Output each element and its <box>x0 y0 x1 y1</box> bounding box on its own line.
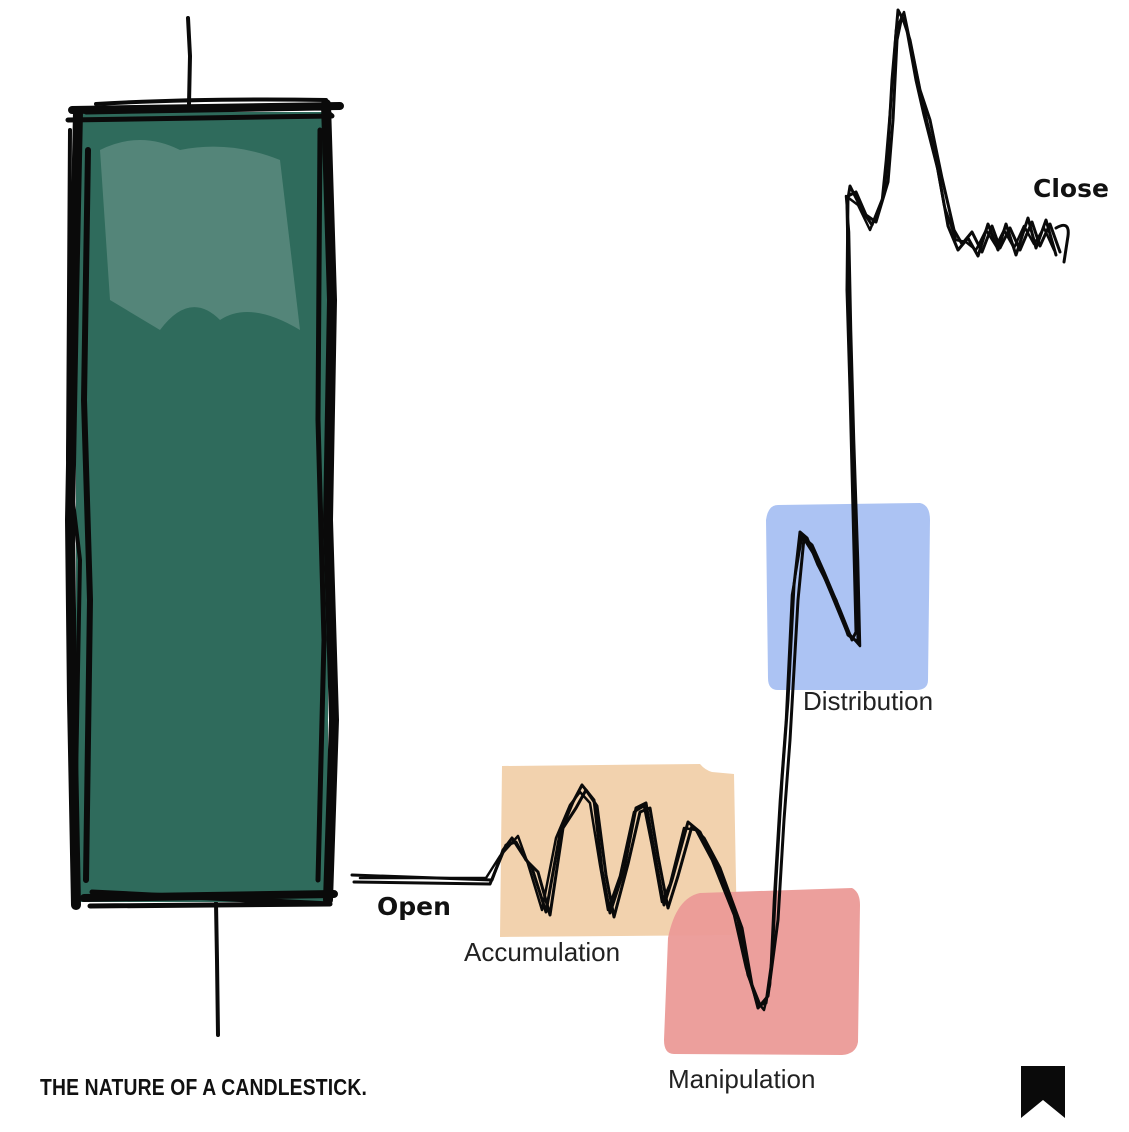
manipulation-zone <box>664 888 860 1055</box>
price-line-stroke <box>352 14 1062 1010</box>
accumulation-zone <box>500 764 737 937</box>
candle-body-texture <box>100 140 300 330</box>
accumulation-label: Accumulation <box>464 937 621 967</box>
close-label: Close <box>1033 174 1109 203</box>
distribution-zone <box>766 503 930 690</box>
distribution-label: Distribution <box>803 686 934 716</box>
price-line-stroke <box>358 10 1056 1012</box>
bookmark-icon[interactable] <box>1019 1064 1067 1120</box>
manipulation-label: Manipulation <box>668 1064 816 1094</box>
bookmark-shape <box>1021 1066 1065 1118</box>
open-label: Open <box>377 892 451 921</box>
candlestick <box>65 97 344 910</box>
candle-upper-wick <box>186 16 193 106</box>
candle-body <box>76 112 328 902</box>
candle-lower-wick <box>214 901 220 1037</box>
close-hook <box>1054 223 1070 264</box>
caption-title: THE NATURE OF A CANDLESTICK. <box>40 1074 368 1100</box>
price-line-stroke <box>350 8 1058 1007</box>
candle-outline <box>65 97 344 910</box>
price-path <box>350 8 1062 1012</box>
